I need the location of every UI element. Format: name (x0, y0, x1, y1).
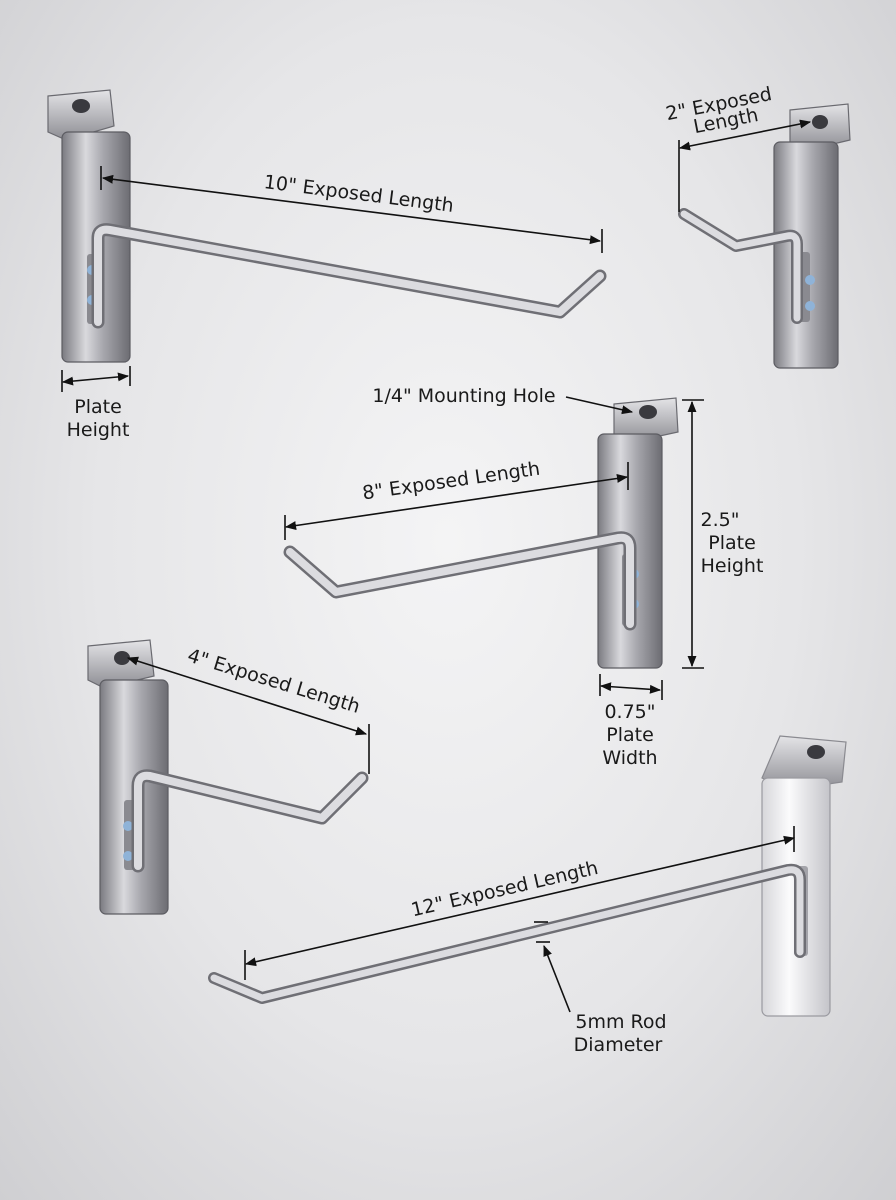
hook-4in-rivet-2 (123, 851, 133, 861)
hook-12in: 12" Exposed Length 5mm Rod Diameter (208, 735, 847, 1056)
hook-10in-hole (72, 99, 90, 113)
hook-12in-hole (807, 745, 825, 759)
hook-4in-hole (114, 651, 130, 665)
hook-4in-rod-shadow (131, 769, 369, 873)
hook-12in-dim-line (244, 835, 796, 967)
hook-8in-dim-line (284, 474, 629, 530)
hook-8in-hole (639, 405, 657, 419)
plate-width-label-3: Width (602, 747, 657, 769)
hook-2in-hole (812, 115, 828, 129)
plate-height-dim-line (61, 372, 130, 386)
rod-diameter-leader (543, 944, 571, 1013)
plate-height-value-label: 2.5" (701, 509, 740, 531)
rod-diameter-label-1: 5mm Rod (575, 1011, 666, 1033)
plate-width-dim-line (599, 682, 662, 694)
plate-height-value-label-3: Height (701, 555, 764, 577)
mounting-hole-arrow (565, 396, 634, 415)
plate-height-value-label-2: Plate (708, 532, 756, 554)
hook-8in-rod-shadow (283, 531, 637, 631)
hook-4in-dim-line (126, 656, 368, 736)
hook-2in-rivet-1 (805, 275, 815, 285)
hook-8in-label: 8" Exposed Length (361, 458, 541, 505)
hook-4in-rivet-1 (123, 821, 133, 831)
hook-4in-label: 4" Exposed Length (185, 645, 363, 718)
hook-4in-rod (134, 771, 366, 870)
rod-diameter-label-2: Diameter (574, 1034, 663, 1056)
hook-2in-dim-line (678, 119, 812, 151)
hook-10in: 10" Exposed Length Plate Height (47, 89, 607, 441)
hook-2in-rod (680, 210, 801, 322)
plate-width-label-2: Plate (606, 724, 654, 746)
hook-10in-rod (94, 225, 604, 326)
plate-width-value-label: 0.75" (604, 701, 655, 723)
hook-10in-dim-line (101, 174, 602, 245)
hook-4in: 4" Exposed Length (87, 639, 370, 915)
hook-2in: 2" Exposed Length (664, 83, 851, 369)
hook-8in-rod (286, 533, 634, 628)
mounting-hole-label: 1/4" Mounting Hole (372, 385, 555, 407)
hook-2in-rivet-2 (805, 301, 815, 311)
plate-height-label-2: Height (67, 419, 130, 441)
plate-height-label-1: Plate (74, 396, 122, 418)
